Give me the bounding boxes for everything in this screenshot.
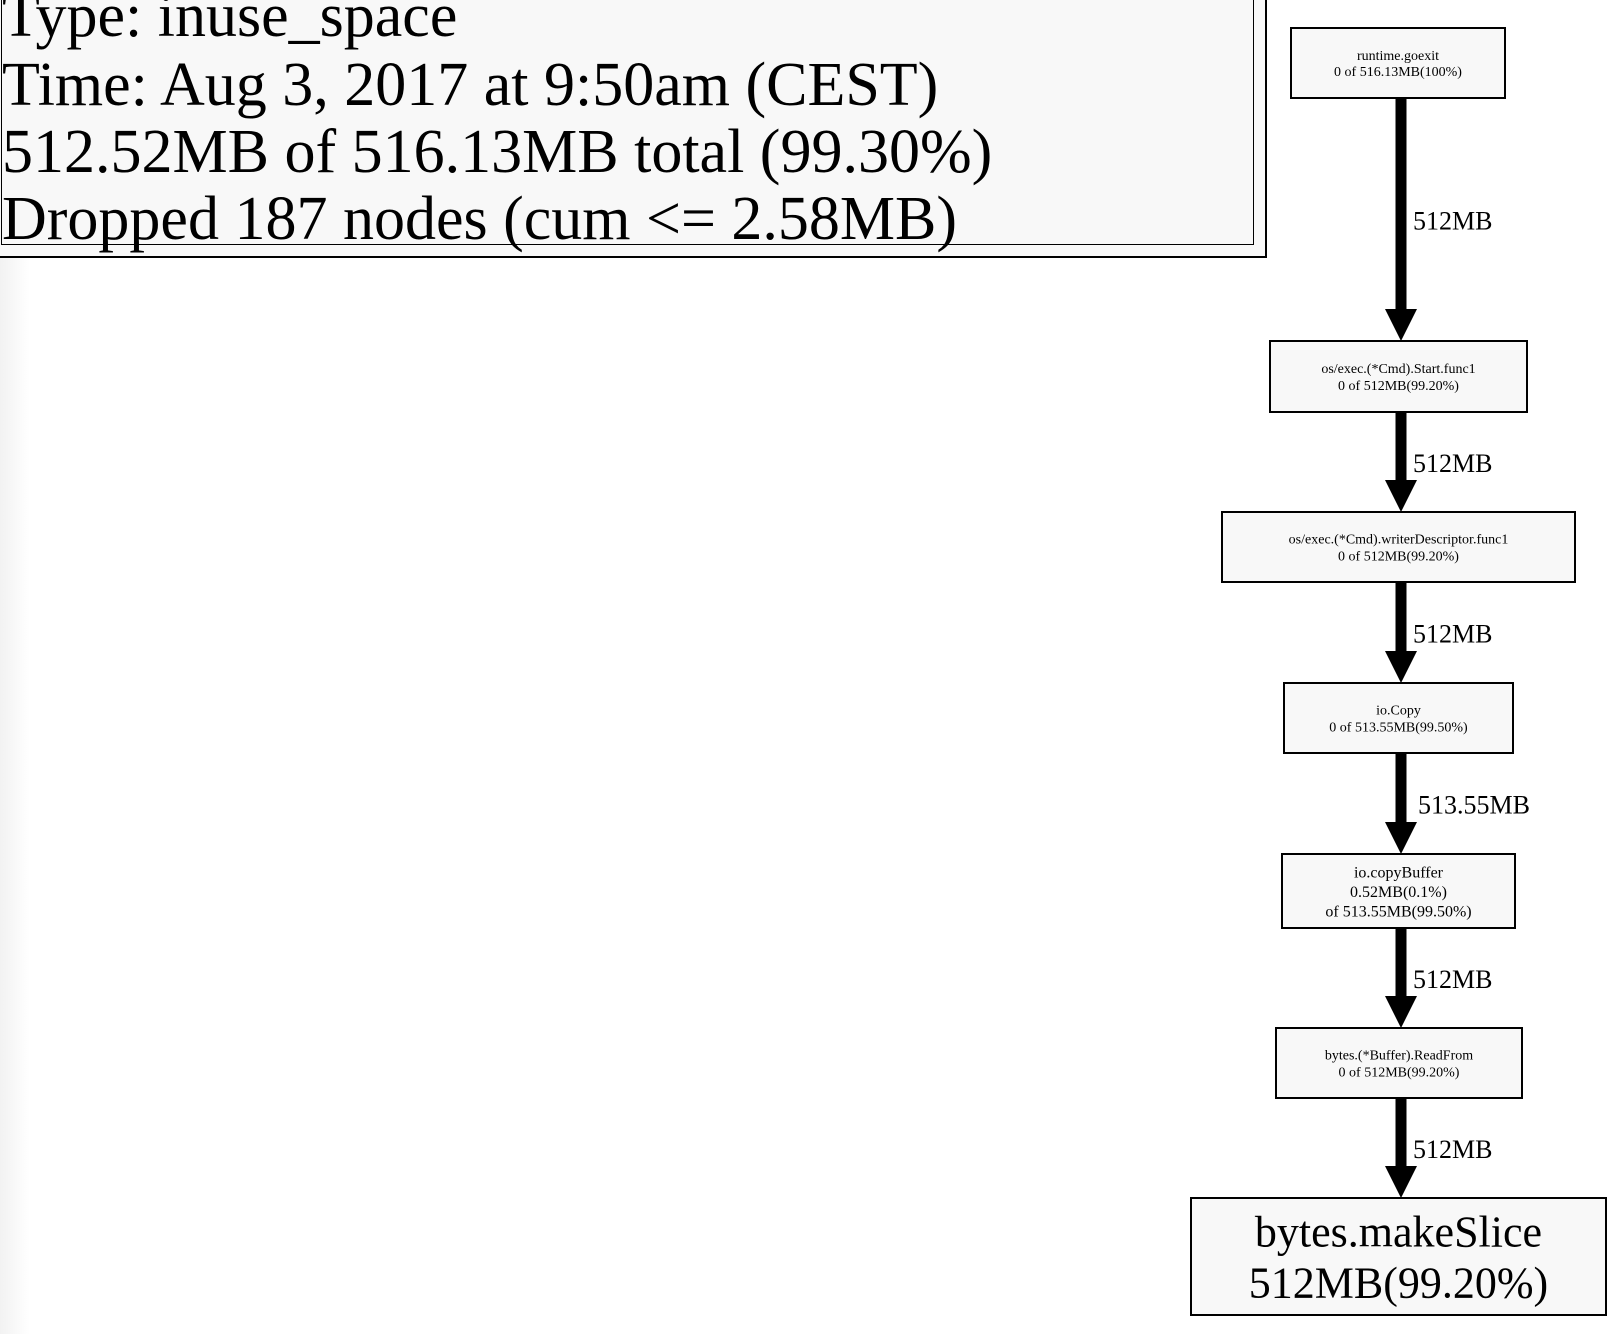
node-os-exec-cmd-start-func1[interactable]: os/exec.(*Cmd).Start.func1 0 of 512MB(99.… bbox=[1269, 340, 1528, 413]
edge-arrowhead bbox=[1385, 996, 1417, 1028]
edge-label: 513.55MB bbox=[1418, 791, 1530, 820]
node-function-name: runtime.goexit bbox=[1357, 49, 1439, 64]
node-box bbox=[1269, 340, 1528, 413]
edge-arrowhead bbox=[1385, 309, 1417, 341]
node-box bbox=[1290, 27, 1506, 99]
profile-legend: Type: inuse_space Time: Aug 3, 2017 at 9… bbox=[0, 0, 1267, 258]
legend-dropped-line: Dropped 187 nodes (cum <= 2.58MB) bbox=[2, 185, 958, 253]
node-function-name: os/exec.(*Cmd).Start.func1 bbox=[1321, 362, 1475, 377]
node-function-name: os/exec.(*Cmd).writerDescriptor.func1 bbox=[1289, 533, 1509, 548]
edge-os-exec-cmd-writerdescriptor-func1-to-io-copy: 512MB bbox=[1385, 582, 1492, 683]
edge-arrowhead bbox=[1385, 1166, 1417, 1198]
node-box bbox=[1190, 1197, 1607, 1316]
edge-arrowhead bbox=[1385, 480, 1417, 512]
node-value-line: 512MB(99.20%) bbox=[1249, 1258, 1548, 1307]
node-box bbox=[1283, 682, 1514, 754]
edge-bytes-buffer-readfrom-to-bytes-makeslice: 512MB bbox=[1385, 1098, 1492, 1198]
profile-legend-inner: Type: inuse_space Time: Aug 3, 2017 at 9… bbox=[1, 0, 1254, 250]
node-function-name: io.copyBuffer bbox=[1354, 864, 1444, 881]
node-value-line: 0 of 512MB(99.20%) bbox=[1339, 1066, 1460, 1081]
edge-os-exec-cmd-start-func1-to-os-exec-cmd-writerdescriptor-func1: 512MB bbox=[1385, 412, 1492, 512]
edge-arrowhead bbox=[1385, 822, 1417, 854]
node-io-copy[interactable]: io.Copy 0 of 513.55MB(99.50%) bbox=[1283, 682, 1514, 754]
edge-arrowhead bbox=[1385, 651, 1417, 683]
node-function-name: bytes.makeSlice bbox=[1255, 1207, 1542, 1256]
node-function-name: io.Copy bbox=[1376, 704, 1421, 719]
node-value-line: 0.52MB(0.1%) bbox=[1350, 884, 1447, 901]
node-box bbox=[1275, 1027, 1523, 1099]
node-bytes-buffer-readfrom[interactable]: bytes.(*Buffer).ReadFrom 0 of 512MB(99.20… bbox=[1275, 1027, 1523, 1099]
node-value-line: 0 of 513.55MB(99.50%) bbox=[1329, 721, 1468, 736]
node-io-copybuffer[interactable]: io.copyBuffer 0.52MB(0.1%) of 513.55MB(99.… bbox=[1281, 853, 1516, 929]
node-value-line: 0 of 516.13MB(100%) bbox=[1334, 65, 1462, 80]
edge-label: 512MB bbox=[1413, 965, 1492, 994]
node-value-line: 0 of 512MB(99.20%) bbox=[1338, 550, 1459, 565]
edge-label: 512MB bbox=[1413, 1135, 1492, 1164]
node-value-line: 0 of 512MB(99.20%) bbox=[1338, 379, 1459, 394]
legend-type-line: Type: inuse_space bbox=[2, 0, 458, 50]
legend-total-line: 512.52MB of 516.13MB total (99.30%) bbox=[2, 118, 993, 186]
edge-label: 512MB bbox=[1413, 620, 1492, 649]
edge-label: 512MB bbox=[1413, 207, 1492, 236]
node-box bbox=[1281, 853, 1516, 929]
node-os-exec-cmd-writerdescriptor-func1[interactable]: os/exec.(*Cmd).writerDescriptor.func1 0 o… bbox=[1221, 511, 1576, 583]
edge-label: 512MB bbox=[1413, 449, 1492, 478]
node-function-name: bytes.(*Buffer).ReadFrom bbox=[1325, 1049, 1473, 1064]
edge-runtime-goexit-to-os-exec-cmd-start-func1: 512MB bbox=[1385, 98, 1492, 341]
node-box bbox=[1221, 511, 1576, 583]
edge-io-copybuffer-to-bytes-buffer-readfrom: 512MB bbox=[1385, 928, 1492, 1028]
edge-io-copy-to-io-copybuffer: 513.55MB bbox=[1385, 753, 1530, 854]
edges-layer: 512MB 512MB 512MB 513.55MB 512MB 512MB bbox=[1385, 98, 1530, 1198]
legend-time-line: Time: Aug 3, 2017 at 9:50am (CEST) bbox=[2, 51, 939, 119]
node-value-line: of 513.55MB(99.50%) bbox=[1325, 903, 1471, 920]
